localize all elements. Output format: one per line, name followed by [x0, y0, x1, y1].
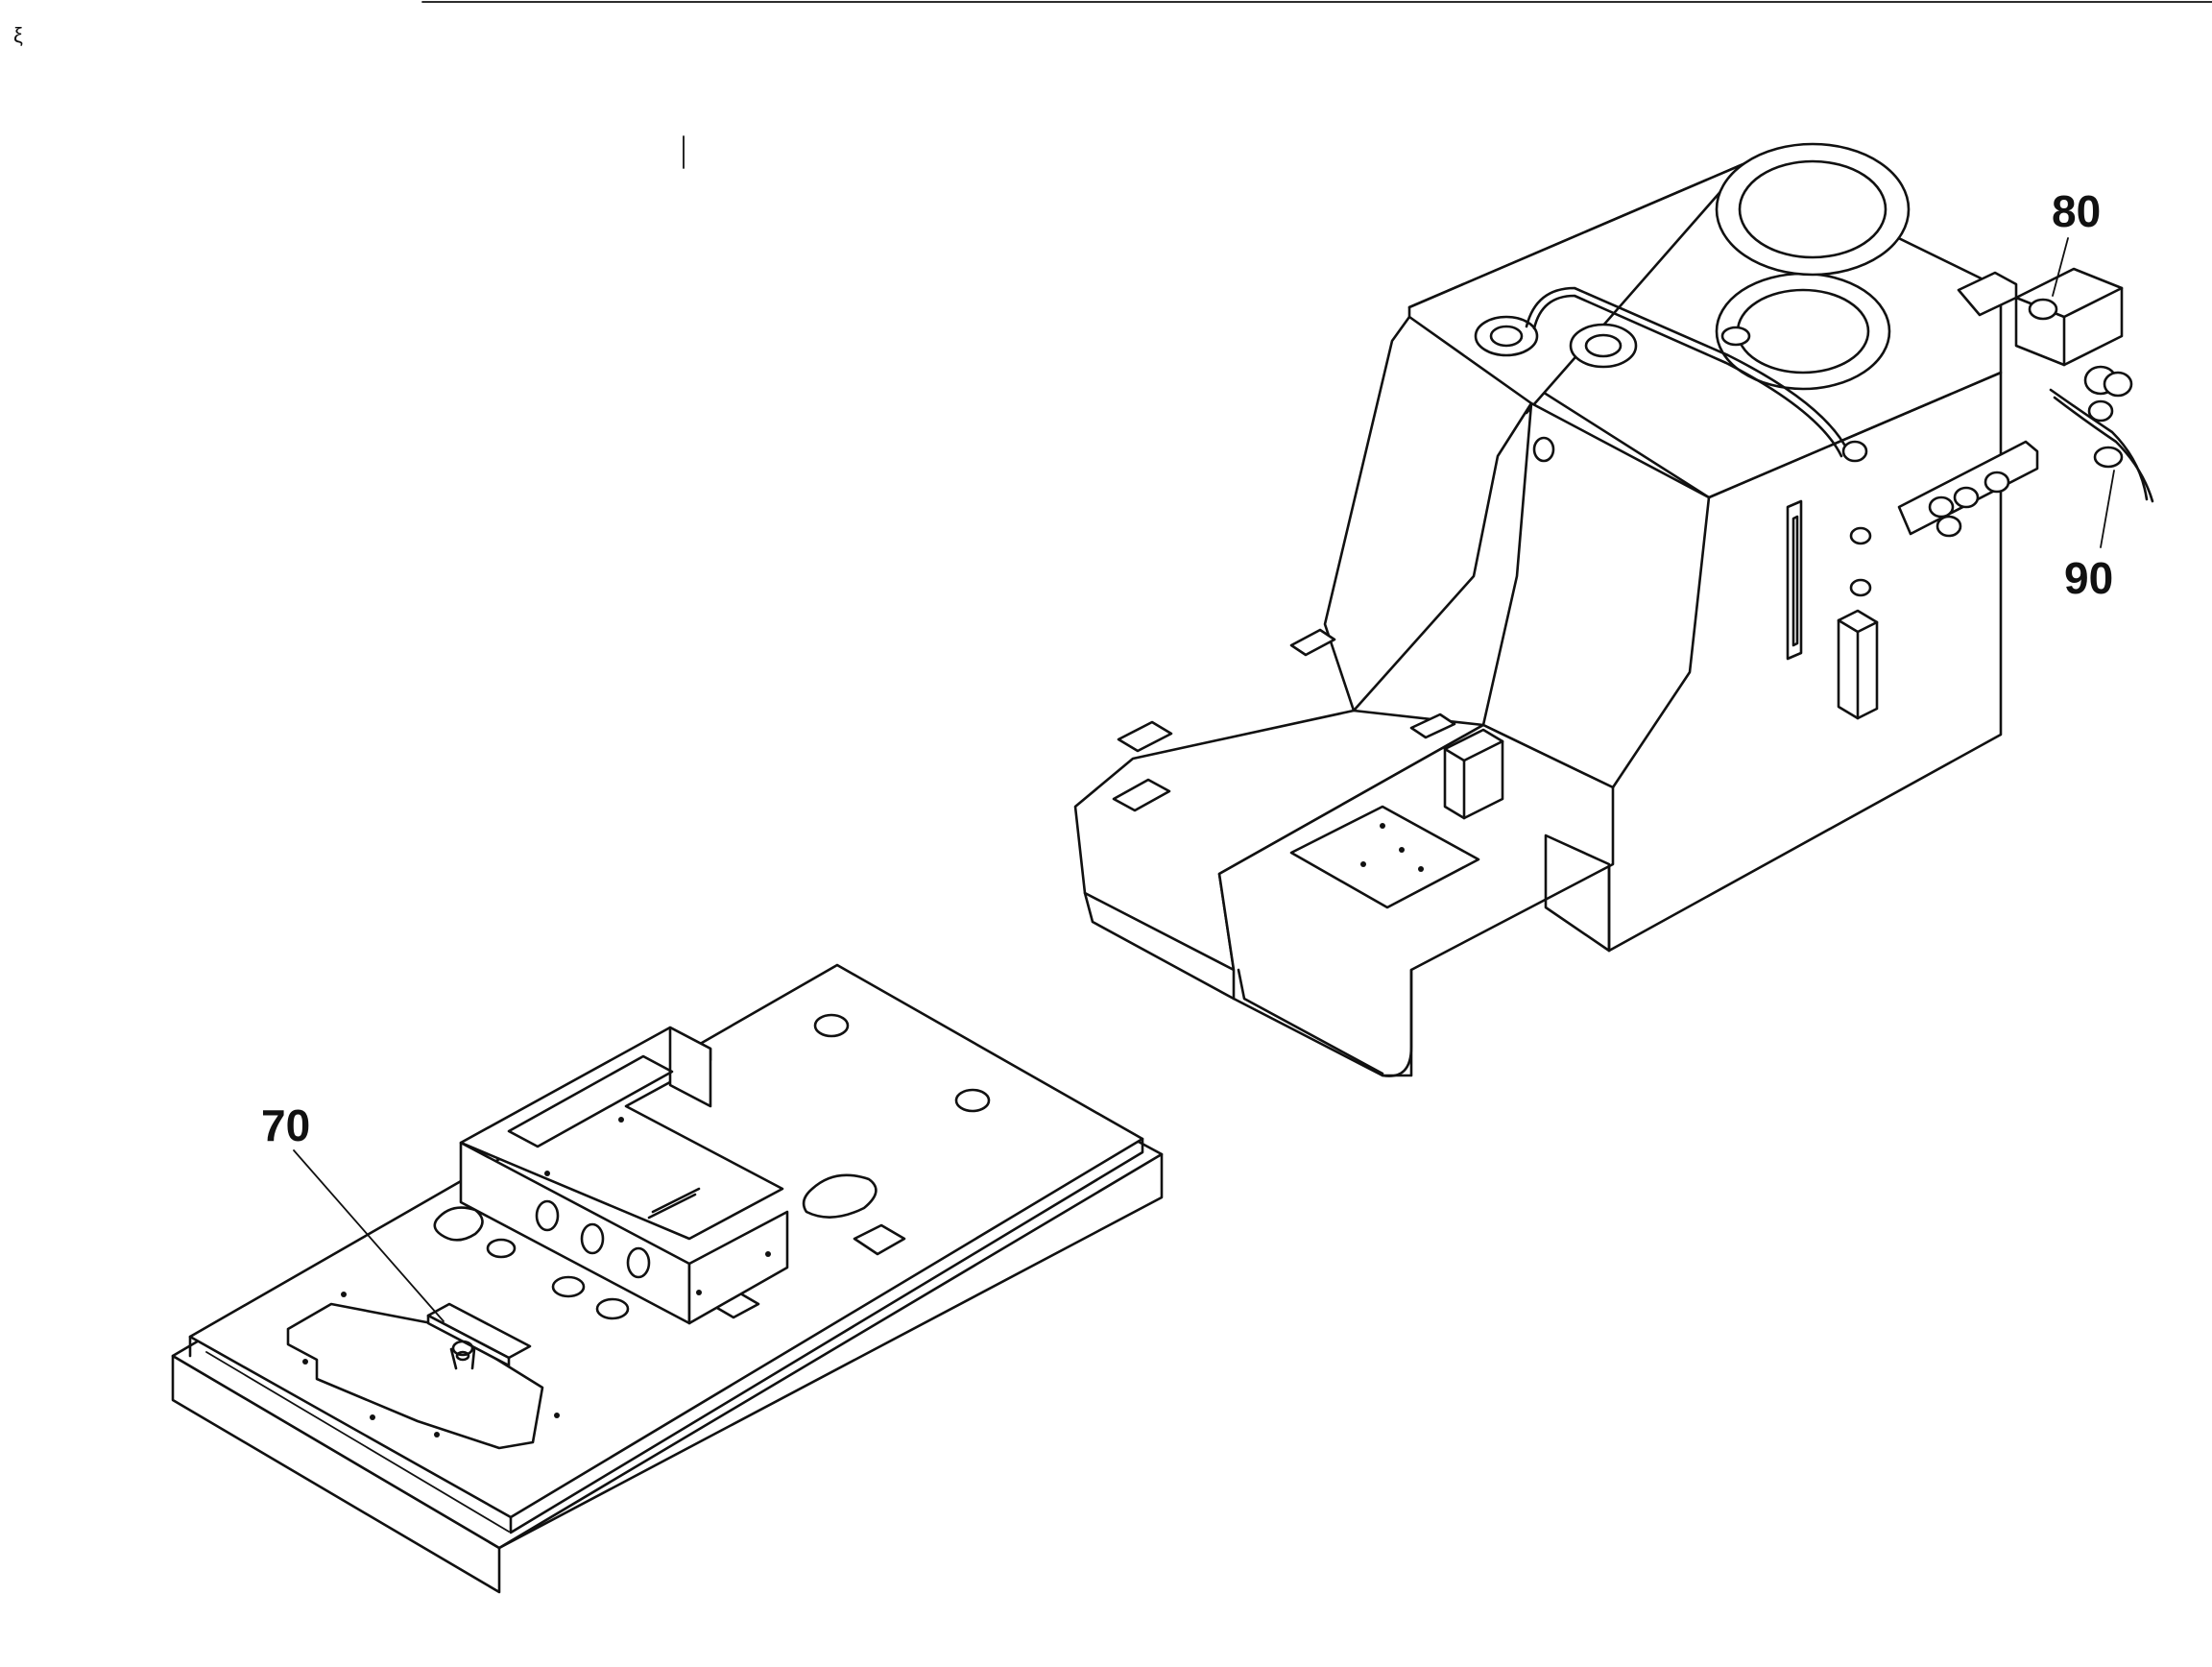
leader-line-80 — [2052, 237, 2069, 297]
top-mounting-rings — [1474, 142, 1911, 391]
plate-hole — [954, 1088, 991, 1113]
plate-hole — [813, 1013, 850, 1038]
corner-scan-mark: ξ — [13, 23, 23, 47]
bay-mounting-plate — [1289, 805, 1480, 909]
leader-line-70 — [293, 1149, 445, 1322]
main-housing-assembly — [1073, 142, 2039, 1077]
housing-right-face — [687, 1210, 789, 1325]
housing-window — [507, 1054, 674, 1148]
top-tube — [1525, 286, 1850, 453]
housing-lower-bay-front — [1217, 723, 1615, 1077]
base-plate-assembly — [171, 963, 1164, 1594]
callout-80: 80 — [2052, 186, 2101, 236]
leader-line-90 — [2100, 470, 2115, 548]
side-rail-bracket — [1786, 499, 1872, 661]
part-80-valve-block — [1957, 267, 2133, 423]
part-70-bracket — [426, 1302, 532, 1370]
callout-90: 90 — [2064, 553, 2113, 603]
raised-housing-block — [459, 1026, 789, 1325]
square-cutout — [853, 1223, 906, 1256]
plate-cutout-outline — [286, 1302, 544, 1450]
housing-back-face — [668, 1026, 712, 1108]
oblong-slot — [802, 1173, 878, 1219]
part-90-sensor-cable — [2049, 388, 2154, 503]
keyhole-cutout — [433, 1206, 484, 1242]
callout-70: 70 — [261, 1100, 310, 1150]
